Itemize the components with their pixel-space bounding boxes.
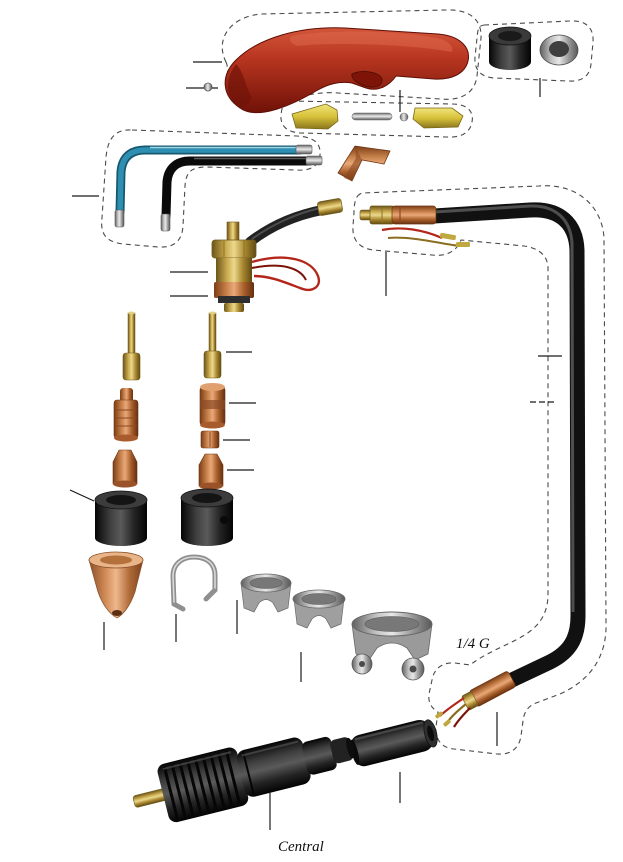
tube-black: [160, 155, 323, 232]
cutting-tip-middle: [198, 453, 224, 490]
shield-cup-black: [94, 490, 148, 546]
handle-highlight: [290, 31, 453, 52]
central-label: Central: [278, 839, 324, 855]
torch-handle: [224, 27, 470, 114]
cable-bottom-fitting: [461, 671, 516, 711]
handle-screw: [203, 82, 213, 92]
electrode-long-middle: [203, 311, 222, 379]
swirl-ring: [199, 383, 226, 429]
trigger-left-half: [291, 103, 339, 130]
spacer-nut: [200, 430, 220, 449]
callout-line: [69, 489, 95, 502]
torch-tubes-group: [72, 144, 323, 232]
head-hose: [245, 205, 327, 247]
wire-ferrule: [456, 242, 470, 247]
cable-sleeve: [350, 719, 438, 767]
group-outline-cable-assembly: [352, 185, 607, 755]
lock-ring: [539, 34, 579, 66]
group-outline-trigger: [280, 100, 473, 138]
central-adapter: [132, 736, 355, 823]
wire-ferrule: [435, 711, 443, 719]
switch-cap-group: [488, 26, 579, 97]
handle-trigger-button: [351, 71, 383, 88]
head-wire-red: [251, 256, 321, 291]
torch-head-valve-body: [211, 221, 257, 312]
main-cable: [426, 202, 586, 688]
wire-ferrule: [443, 719, 451, 727]
group-outline-tubes: [101, 129, 321, 248]
spacer-guide-two-leg: [240, 573, 292, 613]
torch-handle-group: [186, 27, 470, 114]
rubber-cap: [488, 26, 532, 70]
cable-hose-assembly: 1/4 G: [359, 202, 586, 746]
bottom-wire-dark-red: [453, 707, 471, 728]
group-outline-cap-ring: [474, 20, 594, 82]
fitting-wire-red: [381, 227, 443, 240]
wire-ferrule: [439, 232, 456, 241]
group-outline-handle: [221, 9, 482, 103]
central-adapter-group: Central: [132, 736, 355, 855]
torch-head-group: [170, 198, 343, 312]
shield-cup-vented: [180, 488, 234, 546]
tube-blue: [114, 144, 313, 228]
electrode-long-left: [122, 311, 141, 381]
spacer-guide-arched: [292, 589, 346, 629]
handle-grip-shadow: [228, 64, 252, 108]
trigger-group: [291, 90, 464, 130]
electrode-copper: [113, 388, 139, 442]
fitting-thread-label: 1/4 G: [456, 636, 490, 652]
spacer-guide-roller: [351, 611, 433, 681]
trigger-right-half: [412, 107, 464, 129]
head-wire-dark-red: [251, 264, 307, 281]
contact-elbow: [337, 145, 391, 182]
fitting-wire-yellow: [387, 236, 461, 247]
detent-ball: [399, 112, 409, 122]
nozzle-retaining-cup: [88, 551, 144, 619]
main-cable-highlight: [433, 204, 575, 613]
trigger-pin: [351, 112, 393, 121]
bottom-wire-red: [439, 697, 465, 717]
cutting-tip-left: [112, 449, 138, 488]
hose-nut: [317, 198, 343, 216]
wire-spacer-guide: [170, 554, 218, 612]
head-hose-highlight: [251, 207, 321, 240]
cable-top-fitting: [359, 205, 437, 225]
